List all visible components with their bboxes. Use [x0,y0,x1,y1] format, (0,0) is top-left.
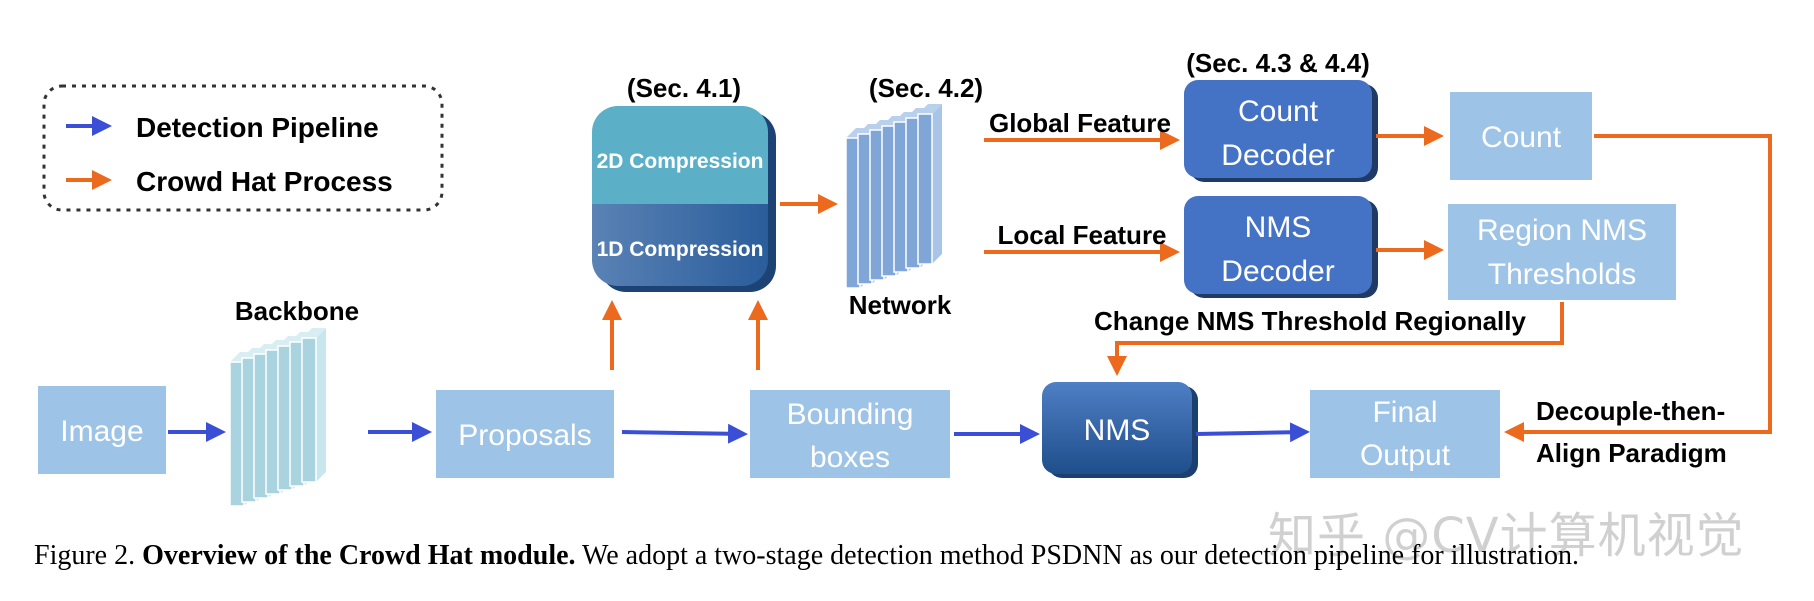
nms-node: NMS [1042,382,1198,478]
bbox-box [750,390,950,478]
legend: Detection Pipeline Crowd Hat Process [42,84,444,212]
network-label: Network [849,290,952,320]
nms-decoder-node: NMS Decoder [1184,196,1378,298]
count-label: Count [1481,121,1562,154]
backbone-layers [229,328,326,507]
figure-caption: Figure 2. Overview of the Crowd Hat modu… [34,540,1794,572]
image-box [38,386,166,474]
count-node: Count [1450,92,1592,180]
nms-decoder-label-2: Decoder [1221,255,1334,288]
image-node: Image [38,386,166,474]
compression-node: (Sec. 4.1) 2D Compression 1D Compression [592,73,776,292]
region-thresholds-box [1448,204,1676,300]
arrow-count-final [1504,134,1772,442]
sec4344-label: (Sec. 4.3 & 4.4) [1186,48,1370,78]
region-thresholds-label-2: Thresholds [1488,258,1636,291]
final-output-node: Final Output [1310,390,1500,478]
network-layer-side [932,104,942,264]
arrow-region-nms [1107,302,1564,376]
count-decoder-node: (Sec. 4.3 & 4.4) Count Decoder [1184,48,1378,182]
sec42-label: (Sec. 4.2) [869,73,983,103]
count-decoder-label-1: Count [1238,95,1319,128]
caption-body: We adopt a two-stage detection method PS… [582,540,1579,571]
region-thresholds-node: Region NMS Thresholds [1448,204,1676,300]
image-label: Image [60,415,143,448]
proposals-box [436,390,614,478]
backbone-label: Backbone [235,296,359,326]
backbone-layer-side [316,328,326,482]
caption-prefix: Figure 2. [34,540,136,571]
legend-crowd-label: Crowd Hat Process [136,166,393,197]
nms-box [1042,382,1192,474]
change-nms-label: Change NMS Threshold Regionally [1094,306,1526,336]
network-layer-top [918,104,942,114]
decouple-label-2: Align Paradigm [1536,438,1727,468]
proposals-label: Proposals [458,419,591,452]
decouple-label-1: Decouple-then- [1536,396,1725,426]
sec41-label: (Sec. 4.1) [627,73,741,103]
count-decoder-box [1184,80,1372,178]
backbone-layer-top [302,328,326,338]
final-output-label-2: Output [1360,439,1451,472]
legend-detection-label: Detection Pipeline [136,112,379,143]
network-layers [845,104,942,289]
count-box [1450,92,1592,180]
proposals-node: Proposals [436,390,614,478]
bbox-label-2: boxes [810,441,890,474]
legend-border [42,84,444,212]
arrow-nms-final [1195,422,1310,443]
nms-label: NMS [1084,414,1151,447]
bbox-label-1: Bounding [787,398,914,431]
network-layer [917,113,933,265]
compression-top-label: 2D Compression [597,150,764,173]
arrow-proposals-bbox [621,423,748,444]
backbone-layer [301,337,317,483]
count-decoder-label-2: Decoder [1221,139,1334,172]
local-feature-label: Local Feature [997,220,1166,250]
bbox-node: Bounding boxes [750,390,950,478]
compression-bottom [592,204,768,286]
backbone-node: Backbone [229,296,359,507]
compression-bottom-label: 1D Compression [597,238,764,261]
compression-top [592,106,768,204]
final-output-label-1: Final [1372,396,1437,429]
final-output-box [1310,390,1500,478]
caption-title: Overview of the Crowd Hat module. [142,540,576,571]
watermark: 知乎 @CV计算机视觉 [1268,508,1745,564]
network-node: (Sec. 4.2) Network [845,73,983,320]
nms-decoder-label-1: NMS [1245,211,1312,244]
global-feature-label: Global Feature [989,108,1171,138]
region-thresholds-label-1: Region NMS [1477,214,1647,247]
nms-decoder-box [1184,196,1372,294]
